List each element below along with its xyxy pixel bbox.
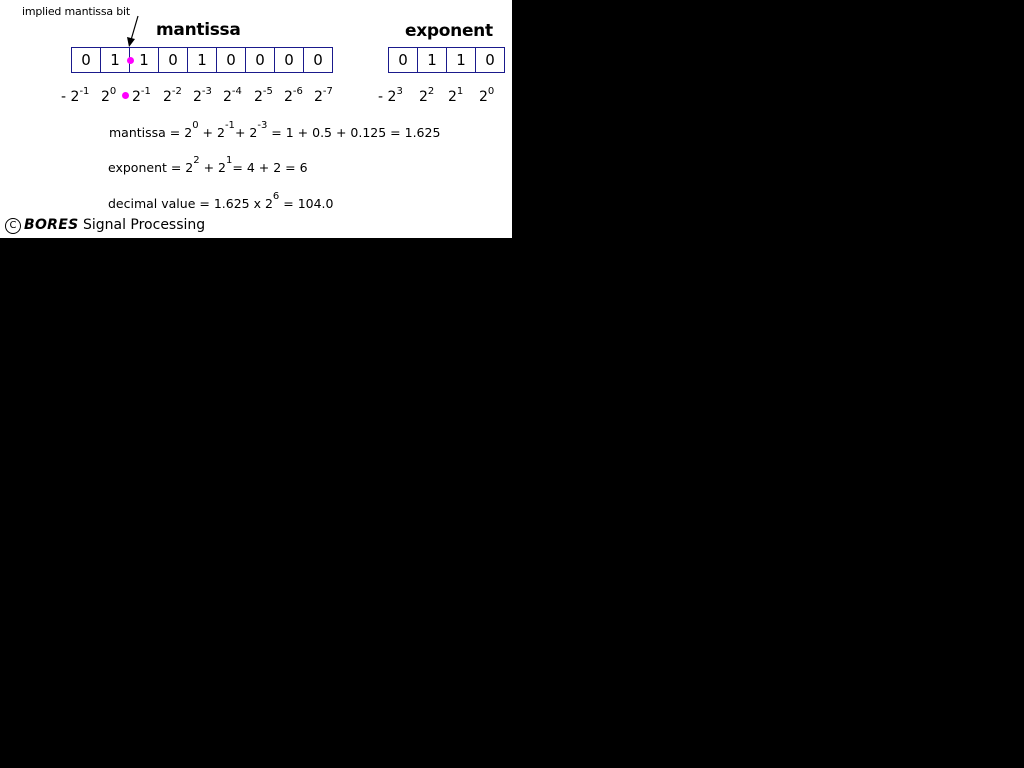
mantissa-eq-exp1: 0 (192, 120, 199, 131)
exponent-weight-base: 2 (419, 89, 428, 105)
exponent-weight-exp: 2 (427, 86, 435, 97)
mantissa-bit-4: 1 (187, 48, 216, 72)
mantissa-weight-base: 2 (223, 89, 232, 105)
mantissa-weight-5: 2-4 (223, 86, 242, 106)
exponent-eq-exp1: 2 (193, 155, 200, 166)
mantissa-eq-exp2: -1 (224, 120, 235, 131)
exponent-bit-1: 1 (417, 48, 446, 72)
decimal-eq-exp1: 6 (272, 191, 280, 202)
mantissa-weight-6: 2-5 (254, 86, 273, 106)
exponent-weight-base: 2 (479, 89, 488, 105)
exponent-eq-exp2: 1 (226, 155, 233, 166)
mantissa-weight-exp: -5 (262, 86, 273, 97)
mantissa-bit-5: 0 (216, 48, 245, 72)
mantissa-weight-4: 2-3 (193, 86, 212, 106)
mantissa-weight-base: 2 (254, 89, 263, 105)
mantissa-weight-7: 2-6 (284, 86, 303, 106)
mantissa-weight-1: 20 (101, 86, 117, 106)
mantissa-eq-result: = 1 + 0.5 + 0.125 = 1.625 (267, 125, 441, 140)
mantissa-bit-7: 0 (274, 48, 303, 72)
brand-company: BORES (24, 217, 79, 233)
exponent-weight-3: 20 (479, 86, 495, 106)
exponent-weight-exp: 0 (487, 86, 495, 97)
diagram-panel: implied mantissa bit mantissa exponent 0… (0, 0, 512, 238)
mantissa-weight-base: 2 (70, 89, 80, 105)
exponent-eq-plus1: + 2 (199, 160, 227, 175)
mantissa-bit-1: 1 (100, 48, 129, 72)
exponent-weight-exp: 1 (456, 86, 464, 97)
mantissa-heading: mantissa (156, 20, 241, 40)
mantissa-weight-base: 2 (132, 89, 141, 105)
mantissa-equation: mantissa = 20 + 2-1+ 2-3 = 1 + 0.5 + 0.1… (109, 121, 441, 141)
exponent-weight-1: 22 (419, 86, 435, 106)
decimal-eq-label: decimal value = 1.625 x 2 (108, 196, 273, 211)
mantissa-weight-base: 2 (101, 89, 110, 105)
mantissa-weight-exp: -1 (79, 86, 90, 97)
mantissa-weight-exp: -3 (201, 86, 212, 97)
mantissa-bit-0: 0 (81, 51, 91, 69)
exponent-equation: exponent = 22 + 21= 4 + 2 = 6 (108, 156, 308, 176)
implied-bit-annotation: implied mantissa bit (22, 5, 130, 18)
exponent-bit-0: 0 (398, 51, 408, 69)
mantissa-weight-8: 2-7 (314, 86, 333, 106)
mantissa-eq-plus1: + 2 (198, 125, 225, 140)
exponent-weight-0: - 23 (378, 86, 403, 106)
mantissa-eq-label: mantissa = 2 (109, 125, 193, 140)
mantissa-bit-8: 0 (303, 48, 332, 72)
exponent-heading: exponent (405, 21, 493, 41)
mantissa-weight-base: 2 (314, 89, 323, 105)
exponent-weight-exp: 3 (396, 86, 403, 97)
decimal-eq-result: = 104.0 (279, 196, 334, 211)
exponent-eq-label: exponent = 2 (108, 160, 194, 175)
mantissa-bit-6: 0 (245, 48, 274, 72)
exponent-weight-sign: - (378, 89, 388, 105)
decimal-equation: decimal value = 1.625 x 26 = 104.0 (108, 192, 334, 212)
exponent-bit-2: 1 (446, 48, 475, 72)
mantissa-weight-exp: -6 (292, 86, 303, 97)
implied-bit-arrow-icon (127, 15, 139, 47)
mantissa-weight-3: 2-2 (163, 86, 182, 106)
mantissa-eq-exp3: -3 (257, 120, 268, 131)
implied-bit-dot (127, 57, 134, 64)
exponent-weight-base: 2 (448, 89, 457, 105)
brand-division: Signal Processing (78, 217, 206, 233)
exponent-weight-base: 2 (387, 89, 397, 105)
exponent-bit-3: 0 (475, 48, 504, 72)
mantissa-weight-exp: -4 (231, 86, 242, 97)
mantissa-weight-base: 2 (163, 89, 172, 105)
mantissa-weight-exp: 0 (109, 86, 117, 97)
exponent-weight-2: 21 (448, 86, 464, 106)
binary-point-dot (122, 92, 129, 99)
mantissa-bit-3: 0 (158, 48, 187, 72)
mantissa-weight-2: 2-1 (132, 86, 151, 106)
mantissa-eq-plus2: + 2 (234, 125, 258, 140)
mantissa-weight-0: - 2-1 (61, 86, 90, 106)
mantissa-weight-exp: -7 (322, 86, 333, 97)
copyright-icon: C (5, 218, 21, 234)
mantissa-weight-base: 2 (193, 89, 202, 105)
mantissa-weight-sign: - (61, 89, 71, 105)
exponent-eq-result: = 4 + 2 = 6 (232, 160, 308, 175)
mantissa-weight-base: 2 (284, 89, 293, 105)
mantissa-weight-exp: -2 (171, 86, 182, 97)
mantissa-weight-exp: -1 (140, 86, 151, 97)
